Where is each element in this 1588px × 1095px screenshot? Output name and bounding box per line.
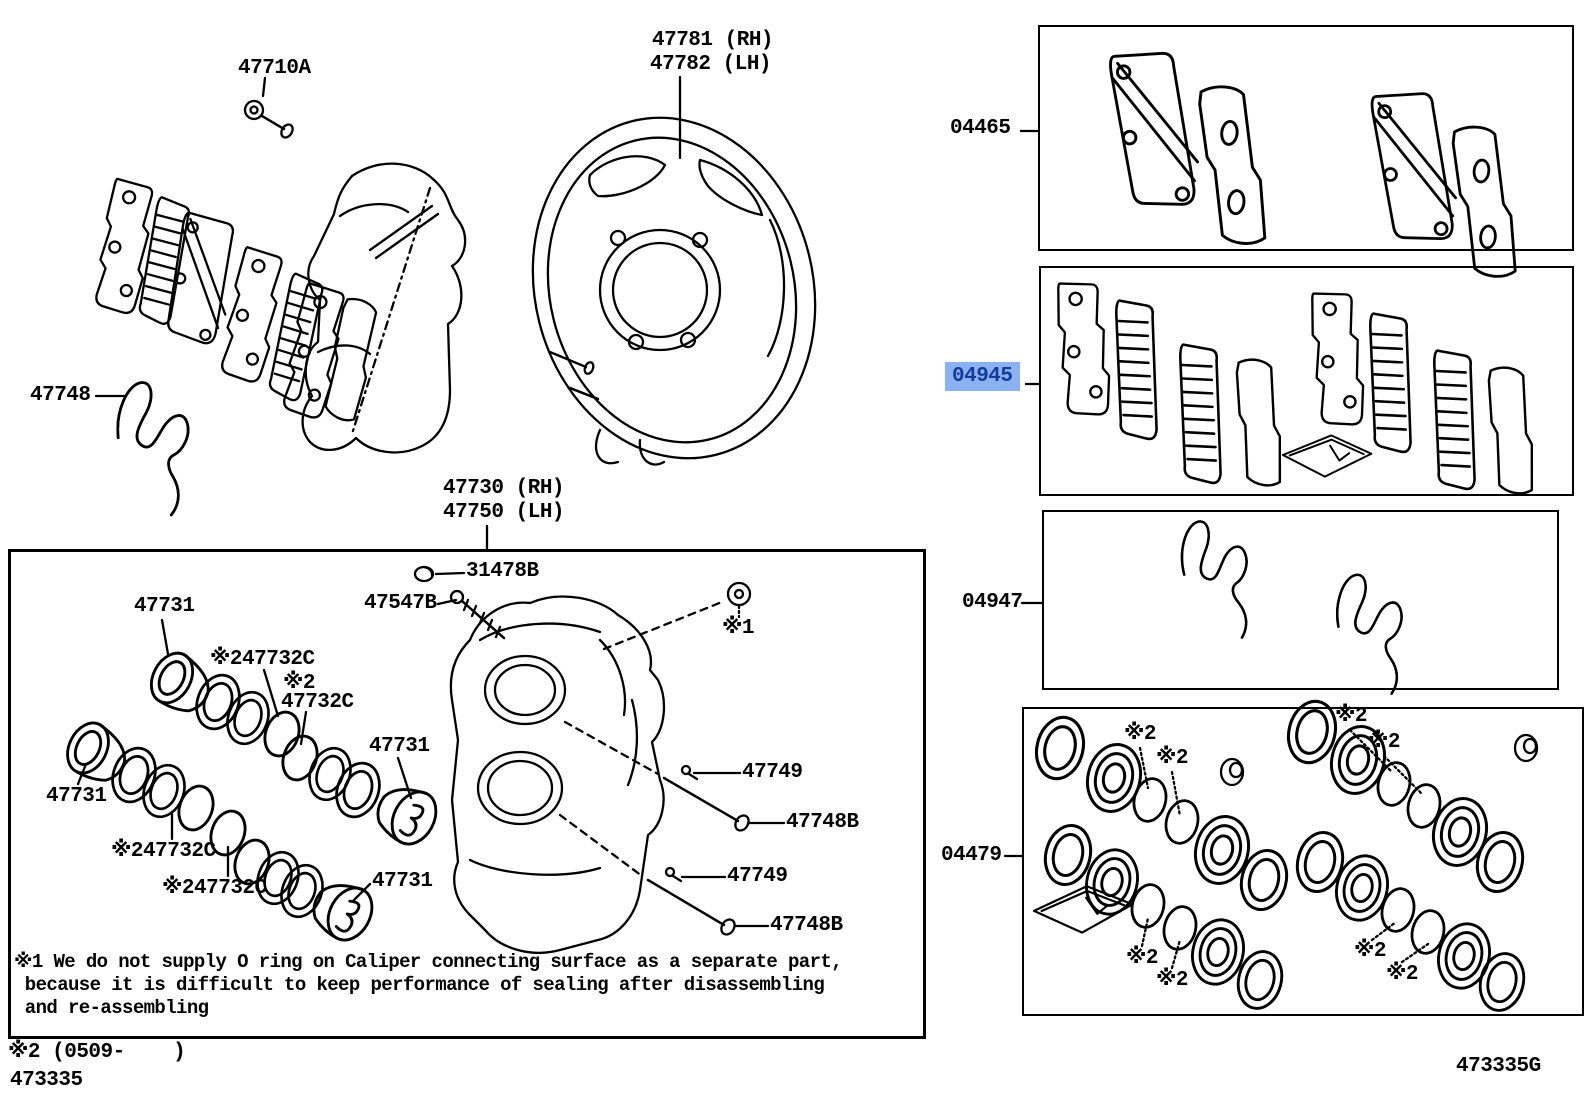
- kit-04479-drawing: [1028, 694, 1539, 1017]
- callout-47732c-mid[interactable]: 47732C: [281, 691, 354, 714]
- callout-04945[interactable]: 04945: [945, 362, 1020, 391]
- ref2-seal-1: ※2: [1124, 723, 1157, 746]
- ref2-seal-5: ※2: [1126, 947, 1159, 970]
- kit-box-04945: [1039, 266, 1574, 496]
- caliper-detail-box: [8, 549, 926, 1039]
- oring-ref1-drawing: [602, 581, 752, 651]
- ref2-seal-4: ※2: [1368, 731, 1401, 754]
- ref2-seal-8: ※2: [1386, 963, 1419, 986]
- ref2-seal-3: ※2: [1335, 705, 1368, 728]
- callout-47782-lh[interactable]: 47782 (LH): [650, 53, 772, 76]
- callout-47732c-lower-left[interactable]: ※247732C: [111, 840, 216, 863]
- callout-ref1: ※1: [722, 617, 755, 640]
- kit-box-04465: [1038, 25, 1574, 251]
- callout-47749-upper[interactable]: 47749: [742, 761, 803, 784]
- callout-47781-rh[interactable]: 47781 (RH): [652, 29, 774, 52]
- callout-04479[interactable]: 04479: [941, 844, 1002, 867]
- revision-note: ※2 (0509- ): [8, 1041, 186, 1064]
- callout-47730-rh[interactable]: 47730 (RH): [443, 477, 565, 500]
- ref2-seal-2: ※2: [1156, 747, 1189, 770]
- screw-47547b-drawing: [449, 589, 506, 640]
- figure-code: 473335: [10, 1069, 83, 1092]
- slide-pin-lower-drawing: [558, 813, 736, 936]
- callout-47731-top[interactable]: 47731: [134, 595, 195, 618]
- slide-pin-upper-drawing: [563, 720, 750, 832]
- callout-47748[interactable]: 47748: [30, 384, 91, 407]
- callout-ref2-mid: ※2: [283, 672, 316, 695]
- ref2-seal-6: ※2: [1156, 969, 1189, 992]
- callout-47547b[interactable]: 47547B: [364, 592, 437, 615]
- kit-box-04479: [1022, 707, 1584, 1016]
- callout-04465[interactable]: 04465: [950, 117, 1011, 140]
- pad-assembly-drawing: [93, 162, 467, 454]
- figure-code-suffix: 473335G: [1456, 1055, 1541, 1078]
- callout-47731-bottom[interactable]: 47731: [372, 870, 433, 893]
- note-line-3: and re-assembling: [14, 997, 209, 1019]
- bolt-31478b-drawing: [413, 565, 435, 583]
- callout-31478b[interactable]: 31478B: [466, 560, 539, 583]
- spring-47748-drawing: [104, 378, 196, 518]
- callout-04947[interactable]: 04947: [962, 591, 1023, 614]
- callout-47748b-upper[interactable]: 47748B: [786, 811, 859, 834]
- note-line-1: ※1 We do not supply O ring on Caliper co…: [14, 951, 843, 973]
- callout-47710a[interactable]: 47710A: [238, 57, 311, 80]
- callout-47731-left[interactable]: 47731: [46, 785, 107, 808]
- callout-47750-lh[interactable]: 47750 (LH): [443, 501, 565, 524]
- kit-box-04947: [1042, 510, 1559, 690]
- leader-lines: [76, 75, 1044, 928]
- knuckle-outline: [301, 162, 467, 454]
- bolt-47710a-drawing: [243, 99, 294, 139]
- callout-47731-right[interactable]: 47731: [369, 735, 430, 758]
- note-line-2: because it is difficult to keep performa…: [14, 974, 825, 996]
- callout-47732c-bottom[interactable]: ※247732C: [162, 877, 267, 900]
- caliper-drawing: [449, 595, 666, 954]
- callout-47748b-lower[interactable]: 47748B: [770, 914, 843, 937]
- dust-cover-drawing: [531, 116, 817, 466]
- callout-47749-lower[interactable]: 47749: [727, 865, 788, 888]
- ref2-seal-7: ※2: [1354, 940, 1387, 963]
- callout-47732c-top[interactable]: ※247732C: [210, 648, 315, 671]
